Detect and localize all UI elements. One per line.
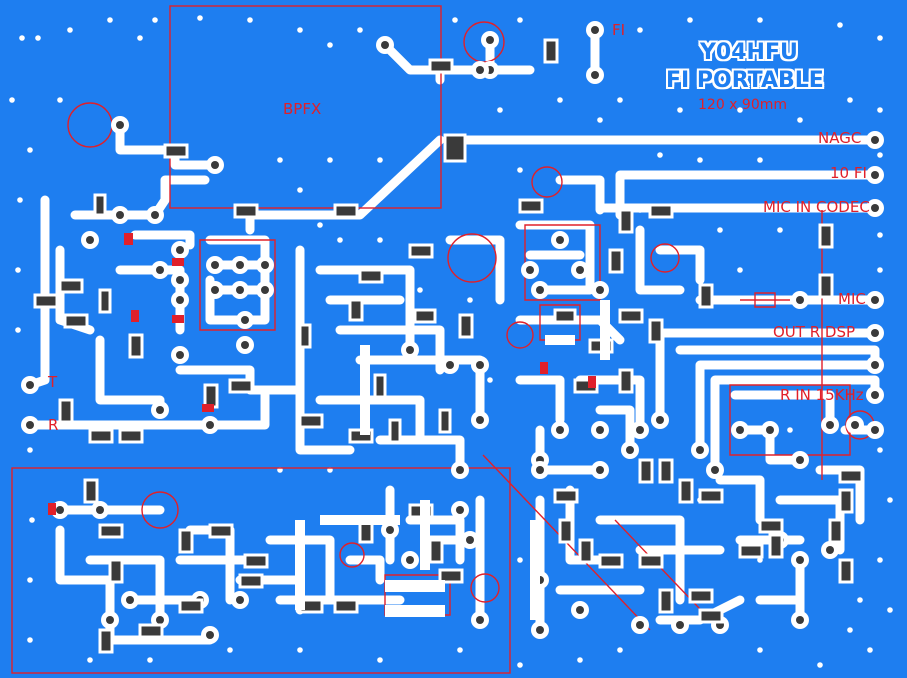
- mic-in-codec-label: MIC IN CODEC: [763, 198, 870, 216]
- mic-label: MIC: [838, 290, 866, 308]
- fi-top-label: FI: [612, 21, 626, 39]
- pads: [21, 21, 884, 654]
- via-field: [9, 15, 893, 668]
- out-r-dsp-label: OUT R DSP: [773, 323, 856, 341]
- nagc-label: NAGC: [818, 129, 862, 147]
- r-in-15khz-label: R IN 15KHz: [780, 386, 864, 404]
- bpfx-label: BPFX: [283, 100, 322, 118]
- r-left-label: R: [48, 416, 59, 434]
- t-left-label: T: [48, 373, 58, 391]
- polarity-marks: [48, 233, 596, 515]
- board-title-line1: Y04HFU: [700, 40, 798, 65]
- board-dimensions: 120 x 90mm: [698, 97, 787, 113]
- board-title-line2: FI PORTABLE: [666, 68, 824, 93]
- ten-fi-label: 10 FI: [830, 164, 867, 182]
